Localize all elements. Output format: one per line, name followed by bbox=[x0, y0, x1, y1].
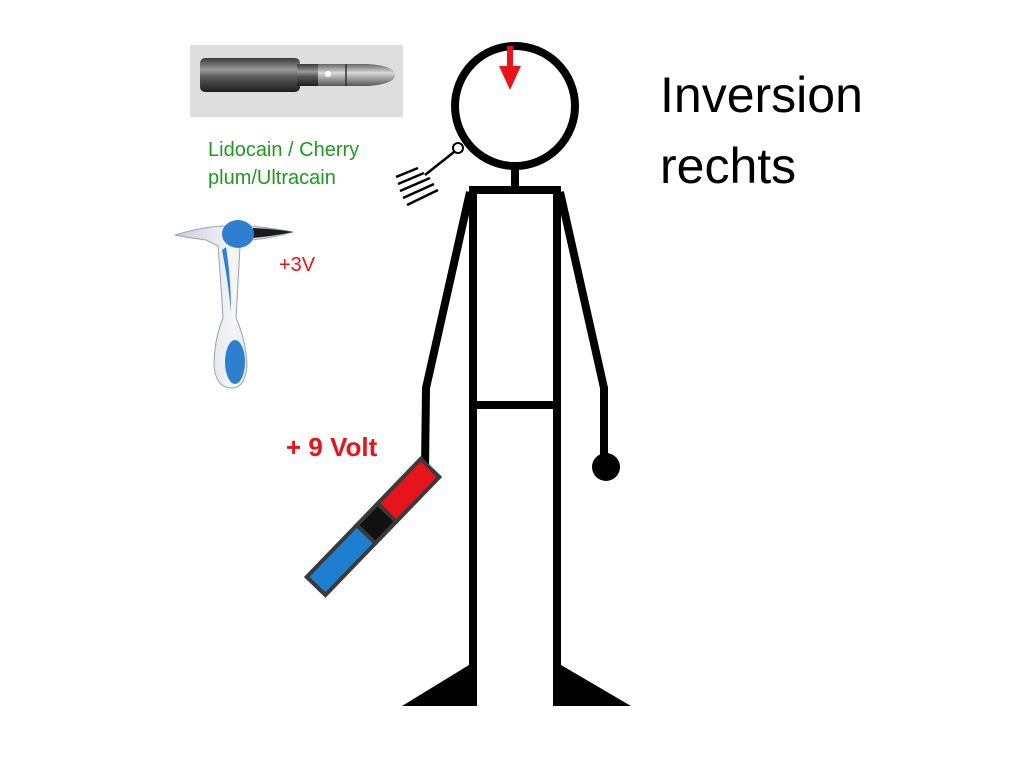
anesthetic-label-line-1: Lidocain / Cherry bbox=[208, 139, 360, 161]
down-arrow-icon bbox=[499, 46, 521, 90]
needle-icon bbox=[395, 142, 464, 207]
figure-left-foot bbox=[402, 665, 477, 706]
anesthetic-label-line-2: plum/Ultracain bbox=[208, 167, 336, 189]
figure-torso bbox=[469, 186, 561, 409]
figure-right-hand bbox=[592, 453, 620, 481]
battery-rod-icon bbox=[303, 456, 443, 598]
figure-left-arm bbox=[421, 191, 474, 471]
title-line-1: Inversion bbox=[660, 67, 863, 123]
ampoule-icon bbox=[190, 45, 403, 117]
figure-head bbox=[451, 42, 579, 170]
battery-voltage-label: + 9 Volt bbox=[286, 432, 378, 462]
figure-right-arm bbox=[556, 191, 608, 458]
figure-right-foot bbox=[553, 665, 631, 706]
title-line-2: rechts bbox=[660, 138, 797, 194]
stimulator-device-icon bbox=[174, 220, 294, 389]
device-voltage-label: +3V bbox=[279, 254, 316, 276]
stick-figure bbox=[402, 42, 631, 706]
